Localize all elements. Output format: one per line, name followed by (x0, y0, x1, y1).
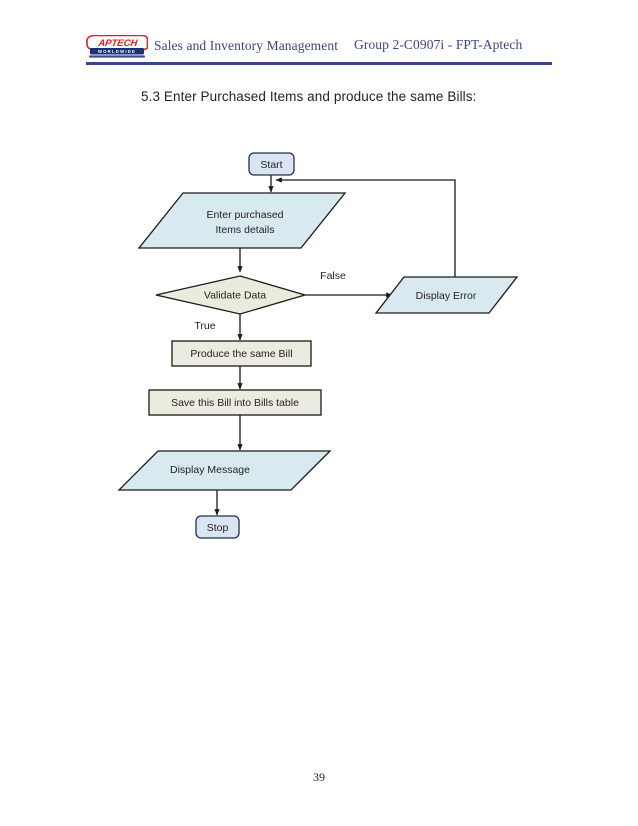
display-message-label: Display Message (170, 464, 250, 476)
display-error-label: Display Error (416, 290, 477, 302)
flow-node-save-bill[interactable]: Save this Bill into Bills table (148, 389, 322, 416)
start-label: Start (260, 159, 282, 171)
section-heading: 5.3 Enter Purchased Items and produce th… (141, 89, 477, 104)
flow-node-display-message[interactable]: Display Message (117, 450, 332, 491)
validate-data-shape (155, 275, 308, 315)
stop-label: Stop (207, 522, 229, 534)
edge-displayerror-to-start (275, 177, 456, 277)
flow-node-start[interactable]: Start (248, 152, 295, 176)
svg-text:APTECH: APTECH (97, 38, 140, 49)
enter-purchased-items-label-line1: Enter purchased (206, 209, 283, 221)
flow-node-stop[interactable]: Stop (195, 515, 240, 539)
flow-node-produce-bill[interactable]: Produce the same Bill (171, 340, 312, 367)
header-group-info: Group 2-C0907i - FPT-Aptech (354, 37, 523, 52)
page-header: APTECH WORLDWIDE Sales and Inventory Man… (86, 32, 552, 66)
enter-purchased-items-shape (137, 192, 347, 249)
save-bill-shape (148, 389, 322, 416)
flow-node-display-error[interactable]: Display Error (374, 276, 519, 314)
produce-bill-shape (171, 340, 312, 367)
start-shape (248, 152, 295, 176)
display-error-shape (374, 276, 519, 314)
svg-text:WORLDWIDE: WORLDWIDE (98, 49, 136, 54)
page-number: 39 (313, 770, 325, 784)
flow-connectors (214, 175, 456, 516)
branch-label-false: False (320, 270, 346, 282)
flow-node-enter-purchased-items[interactable]: Enter purchased Items details (137, 192, 347, 249)
display-message-shape (117, 450, 332, 491)
aptech-logo-icon: APTECH WORLDWIDE (86, 34, 149, 59)
save-bill-label: Save this Bill into Bills table (171, 397, 299, 409)
validate-data-label: Validate Data (204, 290, 266, 302)
header-divider (86, 62, 552, 65)
flow-node-validate-data[interactable]: Validate Data (155, 275, 308, 315)
stop-shape (195, 515, 240, 539)
header-project-title: Sales and Inventory Management (154, 38, 339, 53)
branch-label-true: True (194, 320, 215, 332)
enter-purchased-items-label-line2: Items details (216, 224, 275, 236)
produce-bill-label: Produce the same Bill (190, 348, 292, 360)
